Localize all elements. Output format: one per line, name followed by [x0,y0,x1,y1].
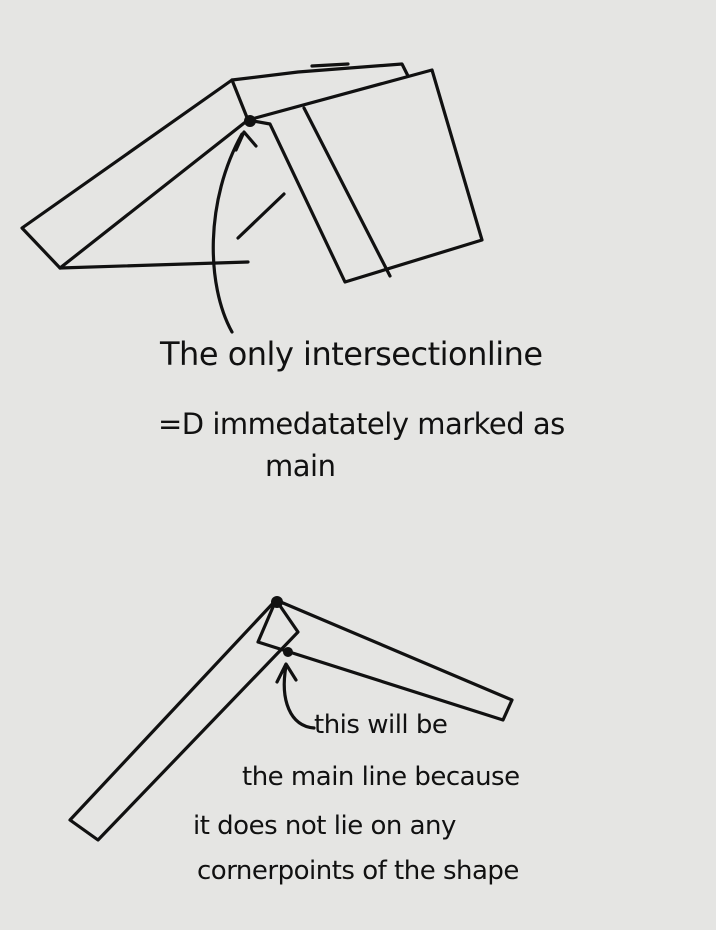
pointer-arrow-bottom [284,666,314,728]
bottom-shape-left-plank [70,600,298,840]
annotation-top-line1: The only intersectionline [160,338,543,370]
right-plank-outline [248,70,482,282]
top-shape-right-plank [232,64,482,282]
annotation-bottom-line4: cornerpoints of the shape [197,858,519,884]
top-shape-left-plank [22,80,284,268]
right-plank-top-arrow [312,64,348,66]
annotation-bottom-line3: it does not lie on any [193,813,456,839]
annotation-top-line2: =D immedatately marked as [158,410,565,439]
right-plank-inner-edge [304,108,390,276]
pointer-arrow-top [213,134,242,332]
annotation-bottom-line2: the main line because [242,764,520,790]
intersection-point-bottom [283,647,293,657]
corner-point-bottom [271,596,283,608]
intersection-point-top [244,115,256,127]
left-plank-lower-edge [238,194,284,238]
annotation-top-line3: main [265,452,335,481]
annotation-bottom-line1: this will be [314,712,447,738]
bottom-shape-right-plank [258,600,512,720]
pointer-arrowhead-top [236,132,256,150]
